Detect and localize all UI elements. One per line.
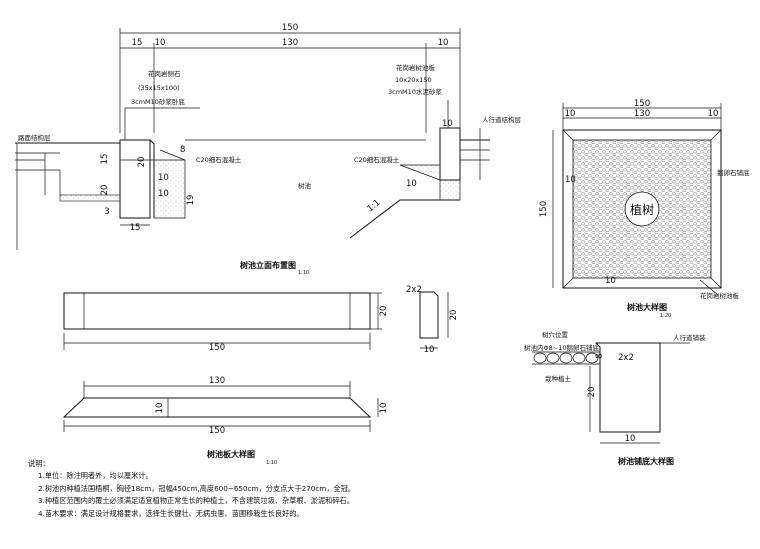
note-item-4: 4.苗木要求：满足设计规格要求，选择生长健壮、无病虫害、苗圃移栽生长良好的。 — [38, 508, 304, 518]
plan-dim-total: 150 — [634, 99, 650, 109]
plan-scale: 1:20 — [660, 313, 671, 319]
detail-label-pebble: 树池内Φ8~10鹅卵石铺底 — [524, 343, 599, 352]
dim-c10a: 10 — [158, 173, 169, 183]
detail-label-walk: 人行道铺装 — [673, 333, 706, 342]
dim-curb-w: 15 — [130, 223, 141, 233]
plate-dim-bot-len: 150 — [209, 426, 225, 436]
notes-block: 说明： 1.单位：除注明者外，均以厘米计。 2.树池内种植法国梧桐，胸径18cm… — [28, 458, 355, 520]
detail-dim-w10: 10 — [625, 434, 636, 444]
detail-view: 人行道铺装 2x2 8 20 10 树穴位置 树池内Φ8~10鹅卵石铺底 栽种植… — [524, 330, 706, 466]
plate-view: 20 150 2x2 20 10 130 10 10 150 树池板大样图 1:… — [62, 285, 459, 466]
detail-label-soil: 栽种植土 — [545, 374, 572, 383]
plate-dim-bot-h: 10 — [155, 403, 165, 414]
label-road-layer: 路面结构层 — [18, 133, 51, 142]
dim-slope: 1:1 — [366, 198, 383, 214]
dim-seg-right: 10 — [438, 38, 449, 48]
dim-r10b: 10 — [406, 179, 417, 189]
detail-dim-h8: 8 — [595, 353, 605, 358]
plan-dim-height: 150 — [539, 201, 549, 217]
label-concrete-left: C20细石混凝土 — [196, 155, 242, 164]
label-walk-layer: 人行道结构层 — [482, 115, 522, 124]
label-mortar-right: 3cmM10水泥砂浆 — [388, 87, 442, 96]
detail-plate-section — [594, 342, 661, 433]
note-item-2: 2.树池内种植法国梧桐，胸径18cm，冠幅450cm,高度600~650cm，分… — [38, 483, 356, 493]
dim-seg-left2: 10 — [155, 38, 166, 48]
label-concrete-right: C20细石混凝土 — [354, 155, 400, 164]
plate-scale: 1:10 — [266, 460, 277, 466]
plan-label-pebble: 鹅卵石铺底 — [717, 168, 750, 177]
label-mortar-left: 3cmM10砂浆卧底 — [131, 97, 185, 106]
detail-label-hole: 树穴位置 — [542, 330, 569, 339]
plan-title: 树池大样图 — [627, 302, 667, 312]
plate-dim-sec-w: 10 — [424, 345, 435, 355]
plan-dim-mid: 130 — [634, 109, 650, 119]
detail-dim-top: 2x2 — [618, 353, 634, 363]
plan-dim-inner: 10 — [565, 175, 576, 185]
plate-dim-sec-top: 2x2 — [406, 285, 422, 295]
label-tree: 植树 — [630, 202, 654, 217]
dim-curb-h-inner: 20 — [137, 157, 147, 168]
label-plate-size: 10x20x150 — [395, 76, 432, 84]
label-curb-size: (35x15x100) — [138, 84, 180, 92]
dim-seg-mid: 130 — [282, 38, 298, 48]
plate-front — [63, 292, 371, 330]
dim-curb-small: 3 — [104, 207, 109, 217]
dim-curb-base: 20 — [100, 185, 110, 196]
plate-dim-top-len: 150 — [209, 343, 225, 353]
dim-step8: 8 — [180, 145, 185, 155]
dim-curb-h-top: 15 — [100, 154, 110, 165]
plan-label-granite: 花岗岩树池板 — [700, 291, 740, 300]
road-structure: 路面结构层 — [15, 133, 121, 250]
dim-r10: 10 — [442, 119, 453, 129]
plan-dim-bottom: 10 — [605, 276, 616, 286]
elevation-scale: 1:10 — [298, 270, 309, 276]
elevation-title: 树池立面布置图 — [240, 260, 296, 270]
plate-title: 树池板大样图 — [207, 449, 255, 459]
plate-bottom-shape — [62, 397, 372, 418]
dim-total-150: 150 — [282, 23, 298, 33]
label-curb-stone: 花岗岩侧石 — [148, 69, 181, 78]
plan-outer-frame — [562, 129, 722, 289]
curb-stone: 15 20 20 3 15 8 10 10 19 花岗岩侧石 (35x15x10… — [100, 69, 242, 233]
tree-circle — [624, 191, 660, 227]
elevation-view: 150 15 10 130 10 路面结构层 — [15, 23, 522, 276]
tree-plate-elevation: 1:1 10 10 花岗岩树池板 10x20x150 3cmM10水泥砂浆 人行… — [349, 63, 522, 239]
plate-dim-bot-top: 130 — [209, 376, 225, 386]
plate-dim-sec-h: 20 — [449, 310, 459, 321]
notes-heading: 说明： — [28, 459, 50, 468]
dim-c10b: 10 — [158, 189, 169, 199]
detail-pebbles — [532, 351, 600, 365]
note-item-3: 3.种植区范围内的覆土必须满足适宜植物正常生长的种植土，不含建筑垃圾、杂草根、淤… — [38, 496, 354, 506]
plan-dim-left: 10 — [565, 109, 576, 119]
detail-dim-h20: 20 — [587, 387, 597, 398]
note-item-1: 1.单位：除注明者外，均以厘米计。 — [38, 471, 153, 481]
plate-dim-bot-h2: 10 — [379, 403, 389, 414]
plate-section — [419, 291, 439, 339]
plan-view: 150 10 130 10 150 植树 10 10 鹅卵石铺底 花岗岩树池板 … — [539, 99, 750, 319]
label-pit: 树池 — [298, 181, 312, 190]
elevation-dimensions: 150 15 10 130 10 — [119, 23, 461, 133]
plate-dim-top-h: 20 — [379, 306, 389, 317]
dim-seg-left: 15 — [132, 38, 143, 48]
detail-title: 树池铺底大样图 — [618, 456, 674, 466]
plan-dim-right: 10 — [708, 109, 719, 119]
dim-h19: 19 — [186, 195, 196, 206]
label-plate: 花岗岩树池板 — [396, 63, 436, 72]
